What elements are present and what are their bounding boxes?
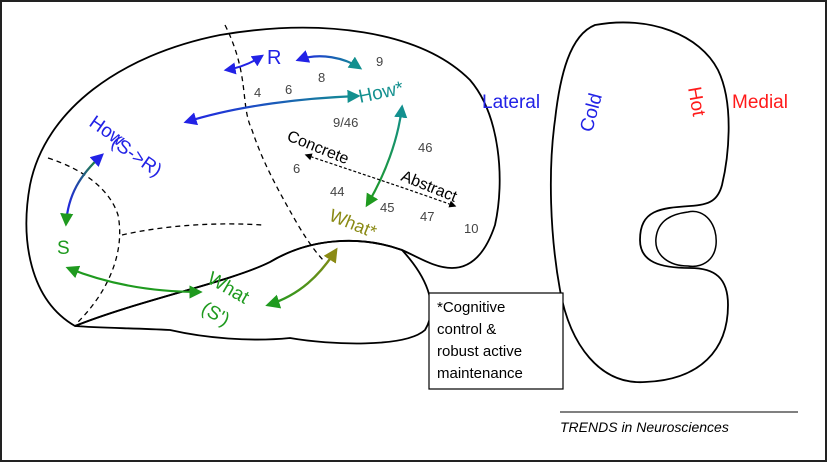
area-8: 8: [318, 70, 325, 85]
label-abstract: Abstract: [399, 168, 460, 206]
label-cold: Cold: [577, 91, 607, 134]
area-10: 10: [464, 221, 478, 236]
area-6-bottom: 6: [293, 161, 300, 176]
arrow-what-star-what: [265, 247, 338, 309]
arrow-how-how-star: [183, 89, 361, 126]
area-47: 47: [420, 209, 434, 224]
area-9-46: 9/46: [333, 115, 358, 130]
arrow-r-how-star: [295, 50, 363, 70]
arrow-how-s: [60, 153, 104, 227]
note-line-3: robust active: [437, 343, 522, 360]
central-sulcus: [224, 24, 326, 263]
label-s: S: [57, 238, 70, 259]
area-9: 9: [376, 54, 383, 69]
area-46: 46: [418, 140, 432, 155]
label-medial: Medial: [732, 92, 788, 113]
frontal-pole-sulcus: [47, 157, 121, 323]
note-line-1: *Cognitive: [437, 299, 505, 316]
arrow-how-star-what-star: [365, 104, 408, 208]
note-line-4: maintenance: [437, 365, 523, 382]
area-44: 44: [330, 184, 344, 199]
arrow-r-short: [223, 54, 264, 75]
label-what-star: What*: [327, 205, 380, 242]
note-line-2: control &: [437, 321, 496, 338]
arrow-s-what: [65, 265, 203, 299]
medial-inner-shape: [655, 210, 717, 268]
area-4: 4: [254, 85, 261, 100]
label-r: R: [267, 47, 281, 69]
label-how-star: How*: [357, 78, 406, 108]
note-box: [428, 292, 564, 390]
sylvian-sulcus: [121, 223, 263, 236]
credit-text: TRENDS in Neurosciences: [560, 419, 729, 435]
label-how-sr: (S->R): [107, 132, 165, 182]
temporal-lobe-outline: [74, 239, 432, 345]
medial-brain-outline: [549, 21, 730, 383]
area-6-top: 6: [285, 82, 292, 97]
area-45: 45: [380, 200, 394, 215]
label-lateral: Lateral: [482, 92, 540, 113]
label-hot: Hot: [683, 85, 709, 118]
arrow-concrete-abstract: [304, 153, 457, 208]
label-what-sp: (S'): [198, 298, 234, 331]
